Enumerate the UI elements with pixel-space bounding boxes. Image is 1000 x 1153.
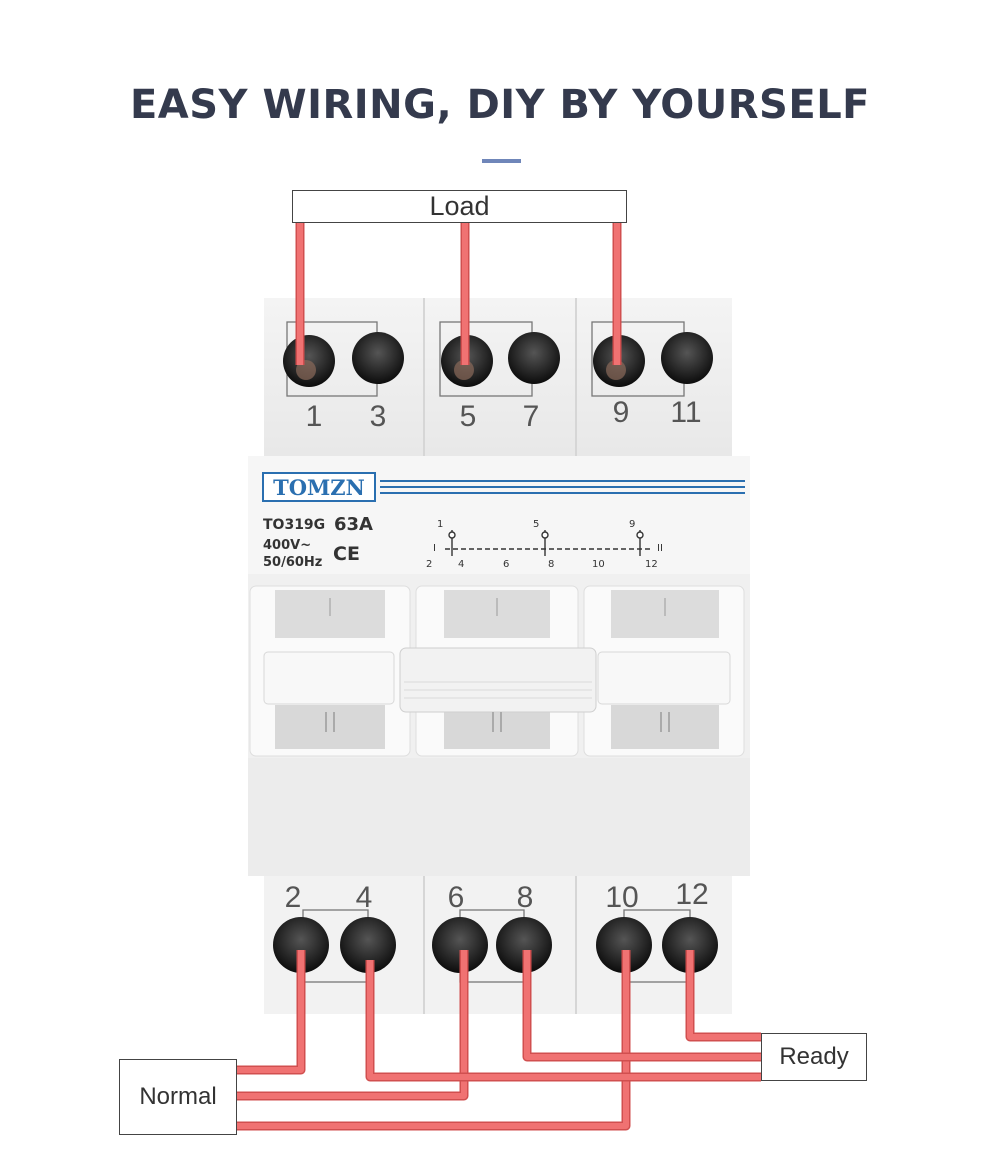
wire-normal-6: [237, 950, 467, 1099]
ready-label: Ready: [761, 1033, 867, 1081]
frequency-rating: 50/60Hz: [263, 555, 322, 570]
schematic-label-12: 12: [645, 559, 658, 570]
terminal-number-11: 11: [670, 396, 701, 429]
terminal-screws: [273, 332, 718, 973]
terminal-number-10: 10: [605, 881, 638, 914]
screw-terminal-1: [283, 335, 335, 387]
model-number: TO319G: [263, 517, 325, 533]
title-underline: [482, 159, 521, 163]
terminal-number-3: 3: [370, 400, 387, 433]
schematic-label-4: 4: [458, 559, 464, 570]
load-label-text: Load: [429, 191, 490, 221]
terminal-number-5: 5: [460, 400, 477, 433]
ce-mark: CE: [333, 543, 360, 565]
screw-terminal-8: [496, 917, 552, 973]
screw-terminal-3: [352, 332, 404, 384]
terminal-number-7: 7: [523, 400, 540, 433]
schematic-label-9: 9: [629, 519, 635, 530]
screw-terminal-7: [508, 332, 560, 384]
terminal-number-2: 2: [285, 881, 302, 914]
terminal-number-12: 12: [675, 878, 708, 911]
schematic-label-8: 8: [548, 559, 554, 570]
page-title: EASY WIRING, DIY BY YOURSELF: [129, 82, 871, 128]
screw-terminal-4: [340, 917, 396, 973]
screw-terminal-2: [273, 917, 329, 973]
voltage-rating: 400V~: [263, 538, 311, 553]
normal-label-text: Normal: [139, 1083, 217, 1110]
wire-ready-8: [524, 950, 761, 1060]
wire-ready-12: [687, 950, 761, 1040]
screw-terminal-10: [596, 917, 652, 973]
position-label-1: I: [433, 543, 436, 554]
wire-ready-4: [367, 960, 761, 1080]
schematic-label-6: 6: [503, 559, 509, 570]
load-label: Load: [292, 190, 627, 223]
terminal-number-6: 6: [448, 881, 465, 914]
ready-label-text: Ready: [779, 1043, 849, 1070]
screw-terminal-12: [662, 917, 718, 973]
terminal-number-8: 8: [517, 881, 534, 914]
schematic-label-1: 1: [437, 519, 443, 530]
screw-terminal-6: [432, 917, 488, 973]
schematic-label-10: 10: [592, 559, 605, 570]
schematic-label-2: 2: [426, 559, 432, 570]
switch-handles: [249, 585, 745, 757]
terminal-number-4: 4: [356, 881, 373, 914]
wire-normal-10: [237, 950, 629, 1129]
top-terminal-block: [264, 298, 732, 456]
screw-terminal-11: [661, 332, 713, 384]
terminal-number-9: 9: [613, 396, 630, 429]
brand-logo: TOMZN: [273, 475, 365, 500]
schematic-label-5: 5: [533, 519, 539, 530]
terminal-number-1: 1: [306, 400, 323, 433]
wires: [237, 223, 761, 1131]
position-label-2: II: [657, 543, 663, 554]
wire-normal-2: [237, 950, 304, 1073]
switch-schematic: [445, 530, 650, 556]
current-rating: 63A: [334, 514, 373, 535]
normal-label: Normal: [119, 1059, 237, 1135]
label-plate: TOMZN TO319G 63A 400V~ 50/60Hz CE 1 5 9 …: [262, 472, 745, 570]
